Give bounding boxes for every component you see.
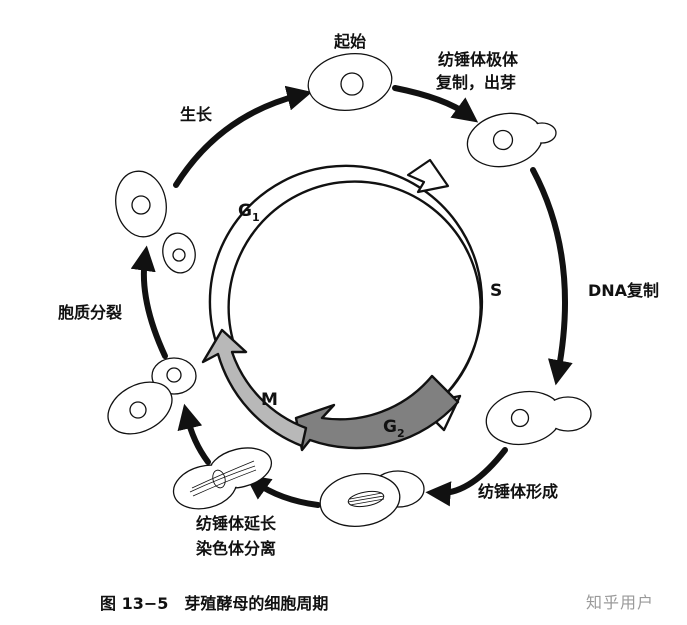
watermark: 知乎用户 [586,589,654,613]
label-spb-duplication: 纺锤体极体 [438,50,519,69]
phase-label-s: S [490,281,502,301]
label-chromosome-separation: 染色体分离 [195,539,276,558]
arrow-spindle-to-elongation [255,482,318,505]
phase-label-m: M [261,390,278,410]
yeast-cell-cycle-diagram: G1 S G2 M 起始 纺锤体极体 复制，出芽 DNA复制 纺锤体形成 纺锤体… [0,0,687,590]
arrow-elongation-to-cytokinesis [187,416,208,462]
cell-dna-replication [482,386,591,450]
cell-spindle-formation [317,469,424,532]
phase-g2-band [296,376,458,450]
label-dna-replication: DNA复制 [588,281,659,300]
label-growth: 生长 [180,105,213,124]
figure-title: 芽殖酵母的细胞周期 [184,594,328,613]
arrow-start-to-budding [395,88,468,115]
cell-start [305,48,396,115]
figure-number: 图 13−5 [100,594,168,613]
arrow-budding-to-dna [533,170,565,373]
label-budding: 复制，出芽 [435,73,516,92]
cell-growth [111,167,199,276]
label-spindle-elongation: 纺锤体延长 [196,514,277,533]
figure-caption: 图 13−5 芽殖酵母的细胞周期 [100,590,344,614]
cell-spindle-elongation [169,442,276,515]
label-spindle-formation: 纺锤体形成 [478,482,558,501]
cell-cytokinesis [99,358,196,444]
label-start: 起始 [333,32,366,51]
cell-budding [462,107,556,174]
label-cytokinesis: 胞质分裂 [57,303,122,322]
phase-m-band [203,330,306,446]
arrow-cytokinesis-to-growth [144,258,165,356]
